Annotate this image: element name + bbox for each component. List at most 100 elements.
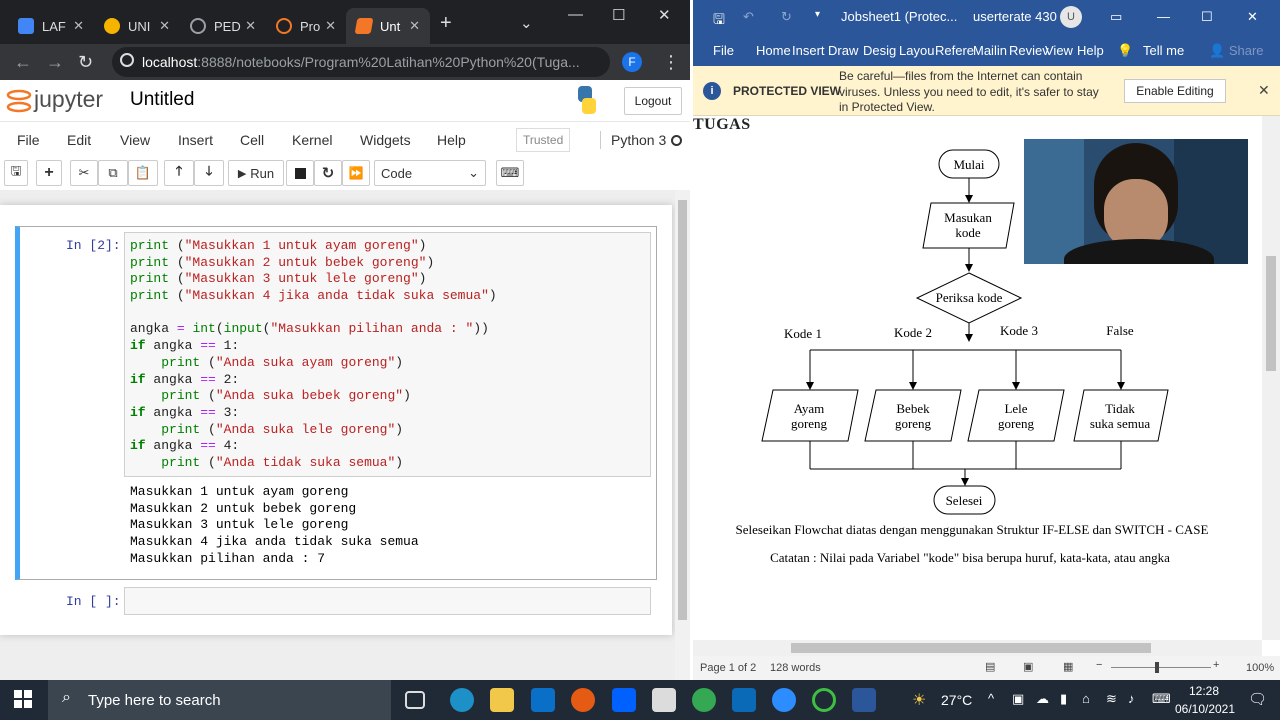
zoom-out-icon[interactable]: − — [1096, 659, 1103, 671]
dropbox-icon[interactable] — [612, 688, 636, 712]
ribbon-tab-references[interactable]: Refere — [935, 43, 975, 58]
logout-button[interactable]: Logout — [624, 87, 682, 115]
chrome-icon[interactable] — [692, 688, 716, 712]
ribbon-display-icon[interactable]: ▭ — [1110, 9, 1123, 24]
keyboard-icon[interactable]: ⌨ — [496, 160, 524, 186]
ribbon-tab-review[interactable]: Reviev — [1009, 43, 1049, 58]
trusted-indicator[interactable]: Trusted — [516, 128, 571, 152]
ribbon-tab-design[interactable]: Desig — [863, 43, 897, 58]
move-down-icon[interactable]: 🡓 — [194, 160, 224, 186]
customize-toolbar-icon[interactable]: ▾ — [815, 9, 821, 20]
vscode-icon[interactable] — [732, 688, 756, 712]
clock-date[interactable]: 06/10/2021 — [1174, 702, 1236, 716]
close-icon[interactable]: ✕ — [325, 18, 336, 33]
minimize-icon[interactable]: — — [1157, 9, 1170, 24]
notifications-icon[interactable]: 🗨 — [1248, 691, 1268, 708]
task-view-icon[interactable] — [405, 691, 425, 709]
weather-temp[interactable]: 27°C — [941, 692, 973, 708]
jupyter-logo-text[interactable]: jupyter — [34, 86, 104, 112]
menu-file[interactable]: File — [17, 132, 40, 148]
close-icon[interactable]: ✕ — [159, 18, 170, 33]
windows-start-icon[interactable] — [14, 690, 32, 708]
browser-tab[interactable]: Pro✕ — [266, 8, 346, 44]
close-icon[interactable]: ✕ — [73, 18, 84, 33]
tab-search-icon[interactable]: ⌄ — [520, 15, 533, 32]
wifi-icon[interactable]: ≋ — [1106, 691, 1117, 706]
browser-tab-active[interactable]: Unt✕ — [346, 8, 430, 44]
cut-icon[interactable]: ✂ — [70, 160, 98, 186]
maximize-icon[interactable]: ☐ — [1201, 9, 1213, 24]
zoom-in-icon[interactable]: + — [1213, 659, 1220, 671]
ribbon-tab-file[interactable]: File — [713, 43, 734, 58]
notebook-title[interactable]: Untitled — [130, 89, 195, 110]
info-icon[interactable] — [120, 53, 134, 67]
amazon-icon[interactable] — [652, 688, 676, 712]
zoom-app-icon[interactable] — [772, 688, 796, 712]
close-icon[interactable]: ✕ — [1258, 82, 1270, 98]
ribbon-tab-home[interactable]: Home — [756, 43, 791, 58]
ribbon-tab-view[interactable]: View — [1045, 43, 1073, 58]
back-icon[interactable]: ← — [14, 52, 32, 72]
menu-view[interactable]: View — [120, 132, 151, 148]
menu-insert[interactable]: Insert — [178, 132, 214, 148]
notebook-scrollbar[interactable] — [675, 190, 690, 680]
ribbon-tab-insert[interactable]: Insert — [792, 43, 825, 58]
stop-icon[interactable] — [286, 160, 314, 186]
volume-icon[interactable]: ♪ — [1128, 691, 1135, 706]
word-icon[interactable] — [852, 688, 876, 712]
profile-avatar[interactable]: F — [622, 52, 642, 72]
page-count[interactable]: Page 1 of 2 — [700, 662, 757, 674]
restart-icon[interactable]: ↻ — [314, 160, 342, 186]
cell-type-select[interactable]: Code⌄ — [374, 160, 486, 186]
microphone-icon[interactable]: ▮ — [1060, 691, 1068, 706]
forward-icon[interactable]: → — [46, 52, 64, 72]
zoom-slider-thumb[interactable] — [1155, 662, 1159, 673]
weather-icon[interactable]: ☀ — [912, 692, 927, 709]
network-icon[interactable]: ⌂ — [1082, 691, 1090, 706]
close-window-icon[interactable]: ✕ — [658, 7, 671, 24]
user-name[interactable]: userterate 430 — [973, 9, 1057, 24]
close-window-icon[interactable]: ✕ — [1247, 9, 1258, 24]
tray-chevron-icon[interactable]: ^ — [988, 691, 995, 706]
cloud-icon[interactable]: ☁ — [1036, 691, 1049, 706]
document-horizontal-scrollbar[interactable] — [693, 640, 1262, 656]
firefox-icon[interactable] — [571, 688, 595, 712]
menu-edit[interactable]: Edit — [67, 132, 92, 148]
document-vertical-scrollbar[interactable] — [1262, 116, 1280, 640]
clock-time[interactable]: 12:28 — [1188, 684, 1220, 698]
url-input[interactable]: localhost:8888/notebooks/Program%20Latih… — [112, 47, 610, 77]
kebab-menu-icon[interactable]: ⋮ — [662, 52, 680, 72]
save-icon[interactable]: 🖫 — [4, 160, 28, 186]
read-mode-icon[interactable]: ▤ — [985, 661, 996, 673]
fast-forward-icon[interactable]: ⏩ — [342, 160, 370, 186]
print-layout-icon[interactable]: ▣ — [1023, 661, 1034, 673]
add-cell-icon[interactable]: + — [36, 160, 62, 186]
user-avatar[interactable]: U — [1060, 6, 1082, 28]
mail-icon[interactable] — [531, 688, 555, 712]
move-up-icon[interactable]: 🡑 — [164, 160, 194, 186]
redo-icon[interactable]: ↻ — [781, 9, 792, 24]
code-editor-empty[interactable] — [124, 587, 651, 615]
save-icon[interactable]: 🖫 — [713, 11, 725, 27]
browser-tab[interactable]: UNI✕ — [94, 8, 180, 44]
tell-me-search[interactable]: Tell me — [1143, 43, 1185, 58]
paste-icon[interactable]: 📋 — [128, 160, 158, 186]
maximize-icon[interactable]: ☐ — [612, 7, 626, 24]
menu-kernel[interactable]: Kernel — [292, 132, 333, 148]
code-editor[interactable]: print ("Masukkan 1 untuk ayam goreng")pr… — [124, 232, 651, 477]
ribbon-tab-layout[interactable]: Layou — [899, 43, 935, 58]
recorder-icon[interactable] — [812, 688, 836, 712]
ribbon-tab-draw[interactable]: Draw — [828, 43, 859, 58]
menu-help[interactable]: Help — [437, 132, 466, 148]
menu-cell[interactable]: Cell — [240, 132, 265, 148]
code-cell-selected[interactable] — [15, 226, 657, 580]
file-explorer-icon[interactable] — [490, 688, 514, 712]
browser-tab[interactable]: LAF✕ — [8, 8, 94, 44]
reload-icon[interactable]: ↻ — [78, 52, 94, 72]
camera-icon[interactable]: ▣ — [1012, 691, 1025, 706]
ime-icon[interactable]: ⌨ — [1152, 691, 1171, 706]
ribbon-tab-mailings[interactable]: Mailin — [973, 43, 1007, 58]
zoom-slider[interactable] — [1111, 667, 1211, 668]
zoom-level[interactable]: 100% — [1246, 662, 1275, 674]
browser-tab[interactable]: PED✕ — [180, 8, 266, 44]
